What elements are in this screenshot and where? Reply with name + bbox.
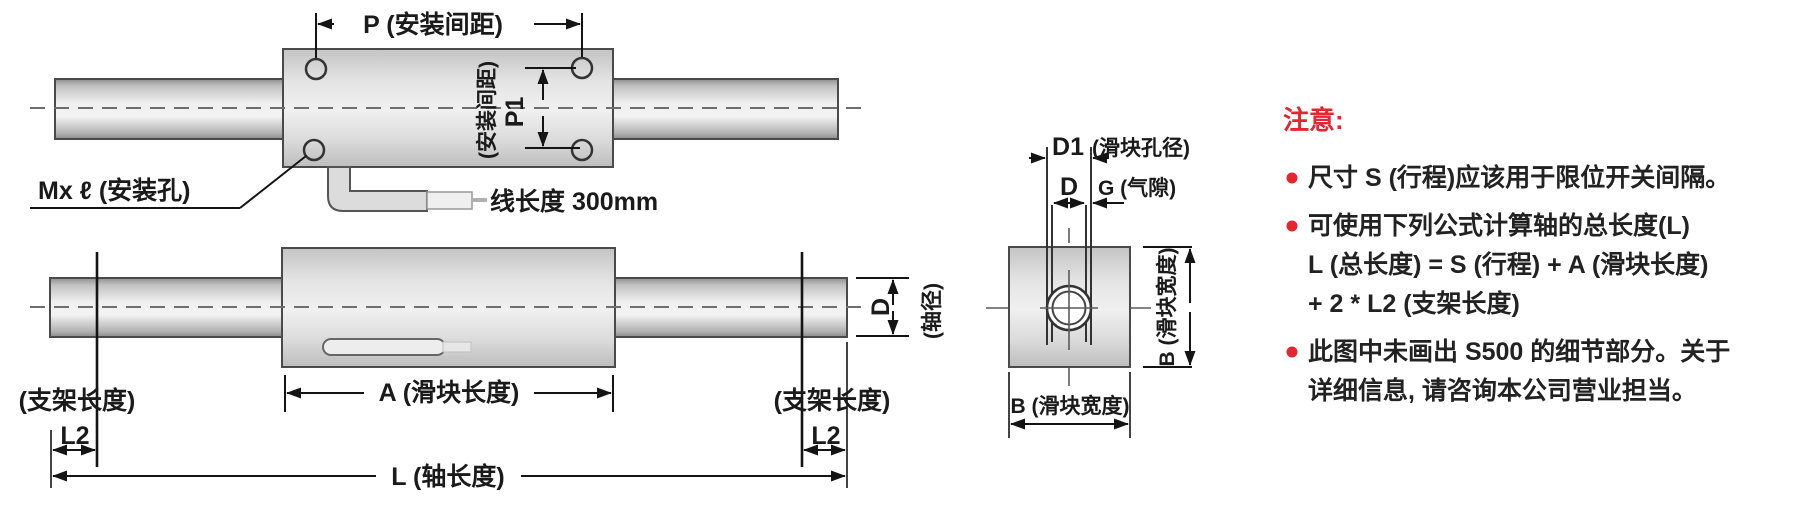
notes-title: 注意: xyxy=(1283,105,1344,135)
section-view: D1 (滑块孔径) D G (气隙) B (滑块宽度) B (滑块宽度) xyxy=(986,133,1196,438)
note-line-4: + 2 * L2 (支架长度) xyxy=(1308,289,1520,318)
shaft-diameter-dimension: D (轴径) xyxy=(856,277,944,339)
slider-slot-tab xyxy=(442,341,472,353)
top-view: P (安装间距) P1 (安装间距) Mx ℓ (安装孔) 线长度 300mm xyxy=(30,10,866,216)
p1-sub-label: (安装间距) xyxy=(475,61,499,159)
d1-label: D1 xyxy=(1052,133,1084,161)
mount-hole-bottom-left xyxy=(302,138,326,162)
mount-hole-top-left xyxy=(304,57,328,81)
b-bottom-dimension: B (滑块宽度) xyxy=(1008,372,1131,438)
gap-label: G (气隙) xyxy=(1098,176,1176,200)
bracket-length-left-label: (支架长度) xyxy=(19,386,136,415)
notes-panel: 注意: 尺寸 S (行程)应该用于限位开关间隔。 可使用下列公式计算轴的总长度(… xyxy=(1283,105,1730,405)
p-dimension: P (安装间距) xyxy=(315,10,583,58)
b-right-label: B (滑块宽度) xyxy=(1155,248,1179,367)
slider-length-label: A (滑块长度) xyxy=(379,378,520,407)
cable-connector xyxy=(426,191,473,210)
cable-elbow xyxy=(327,166,428,212)
mounting-hole-callout: Mx ℓ (安装孔) xyxy=(30,155,307,209)
l2-left-dimension: L2 xyxy=(52,422,96,456)
shaft-length-dimension: L (轴长度) xyxy=(52,462,846,491)
shaft-diameter-sub-label: (轴径) xyxy=(920,283,944,339)
slider-length-dimension: A (滑块长度) xyxy=(284,375,614,412)
b-bottom-label: B (滑块宽度) xyxy=(1011,394,1130,418)
note-line-1: 尺寸 S (行程)应该用于限位开关间隔。 xyxy=(1308,163,1730,192)
bullet-icon xyxy=(1286,172,1298,184)
mount-hole-bottom-right xyxy=(570,138,594,162)
d1-sub-label: (滑块孔径) xyxy=(1092,136,1190,160)
d1-dimension: D1 (滑块孔径) xyxy=(1029,133,1190,164)
shaft-diameter-label: D xyxy=(867,298,895,316)
wire-length-label: 线长度 300mm xyxy=(490,187,658,216)
note-line-3: L (总长度) = S (行程) + A (滑块长度) xyxy=(1308,250,1708,279)
bullet-icon xyxy=(1286,346,1298,358)
note-line-6: 详细信息, 请咨询本公司营业担当。 xyxy=(1308,376,1697,405)
bullet-icon xyxy=(1286,220,1298,232)
p-dimension-label: P (安装间距) xyxy=(363,10,503,39)
sensor-cable: 线长度 300mm xyxy=(327,166,658,216)
l2-right-dimension: L2 xyxy=(803,422,846,456)
d-g-dimension: D G (气隙) xyxy=(1053,173,1176,209)
section-d-label: D xyxy=(1060,173,1078,201)
mounting-hole-label: Mx ℓ (安装孔) xyxy=(38,176,191,205)
slider-slot xyxy=(322,338,446,356)
side-view: L2 L2 (支架长度) (支架长度) A (滑块长度) L (轴长度) xyxy=(19,247,944,491)
l2-left-label: L2 xyxy=(60,422,89,450)
b-right-dimension: B (滑块宽度) xyxy=(1143,246,1196,368)
bracket-length-right-label: (支架长度) xyxy=(774,386,891,415)
p1-dimension-label: P1 xyxy=(501,97,529,128)
shaft-length-label: L (轴长度) xyxy=(391,462,504,491)
l2-right-label: L2 xyxy=(811,422,840,450)
note-line-2: 可使用下列公式计算轴的总长度(L) xyxy=(1308,211,1690,240)
note-line-5: 此图中未画出 S500 的细节部分。关于 xyxy=(1308,337,1730,366)
p1-dimension: P1 (安装间距) xyxy=(475,61,580,159)
